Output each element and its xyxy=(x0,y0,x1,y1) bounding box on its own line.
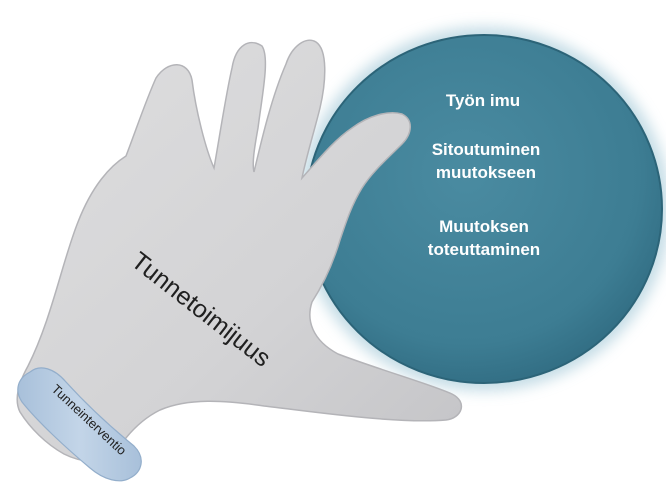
glove-shape xyxy=(16,39,463,462)
circle-item-2-line-1: Sitoutuminen xyxy=(432,140,541,159)
wristband-group xyxy=(17,367,142,482)
circle-item-3-line-1: Muutoksen xyxy=(439,217,529,236)
circle-item-1-line-1: Työn imu xyxy=(446,91,520,110)
circle-labels: Työn imu Sitoutuminen muutokseen Muutoks… xyxy=(428,91,541,259)
wristband-shape xyxy=(17,367,142,482)
circle-item-2-line-2: muutokseen xyxy=(436,163,536,182)
circle-item-3-line-2: toteuttaminen xyxy=(428,240,540,259)
outcomes-circle xyxy=(305,34,663,384)
glove-group xyxy=(16,39,463,462)
circle-group xyxy=(298,27,666,391)
